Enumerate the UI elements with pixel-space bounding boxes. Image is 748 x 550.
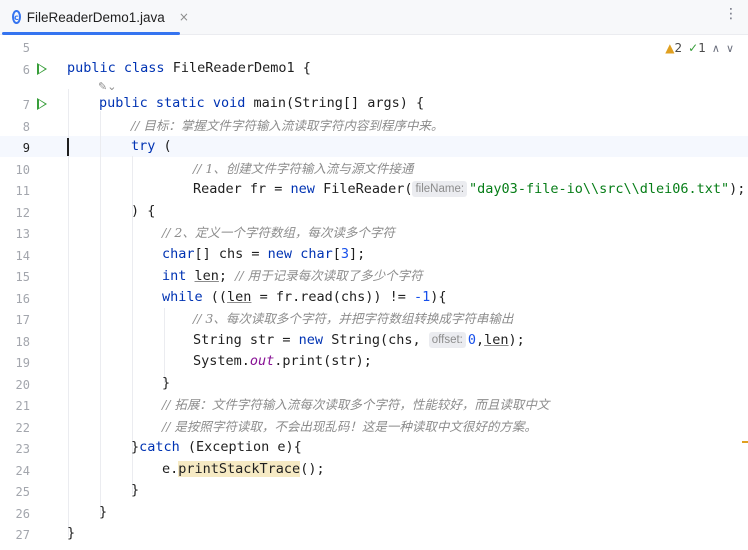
code-line-10: // 1、创建文件字符输入流与源文件接通 bbox=[193, 161, 414, 176]
line-number: 20 bbox=[15, 378, 30, 392]
check-icon: ✓ bbox=[688, 41, 699, 55]
code-line-9: try ( bbox=[131, 138, 172, 154]
code-line-24: e.printStackTrace(); bbox=[162, 461, 325, 477]
code-line-13: // 2、定义一个字符数组，每次读多个字符 bbox=[162, 225, 395, 240]
line-number: 24 bbox=[15, 464, 30, 478]
line-number: 23 bbox=[15, 442, 30, 456]
code-editor[interactable]: ▲2 ✓1 ∧ ∨ 5 6 7 8 9 10 11 12 13 14 15 16 17 18 19 20 21 2… bbox=[0, 35, 748, 550]
warning-icon: ▲ bbox=[665, 41, 675, 55]
code-line-14: char[] chs = new char[3]; bbox=[162, 246, 366, 262]
line-number: 15 bbox=[15, 270, 30, 284]
indent-guide bbox=[100, 111, 101, 516]
line-number: 5 bbox=[22, 41, 30, 55]
line-number: 9 bbox=[22, 141, 30, 155]
line-number: 16 bbox=[15, 292, 30, 306]
indent-guide bbox=[132, 156, 133, 494]
line-number: 13 bbox=[15, 227, 30, 241]
parameter-hint: offset: bbox=[428, 332, 466, 348]
code-line-11: Reader fr = new FileReader(fileName:"day… bbox=[193, 181, 746, 197]
active-tab-indicator bbox=[2, 32, 180, 35]
line-number: 6 bbox=[22, 63, 30, 77]
line-number: 17 bbox=[15, 313, 30, 327]
code-line-17: // 3、每次读取多个字符，并把字符数组转换成字符串输出 bbox=[193, 311, 514, 326]
next-highlight-icon[interactable]: ∨ bbox=[725, 41, 734, 55]
line-number: 8 bbox=[22, 120, 30, 134]
code-line-7: public static void main(String[] args) { bbox=[99, 95, 425, 111]
scrollbar-warning-marker[interactable] bbox=[742, 441, 748, 443]
code-line-19: System.out.print(str); bbox=[193, 353, 372, 369]
line-number: 12 bbox=[15, 206, 30, 220]
code-line-20: } bbox=[162, 375, 171, 391]
previous-highlight-icon[interactable]: ∧ bbox=[711, 41, 720, 55]
code-line-8: // 目标：掌握文件字符输入流读取字符内容到程序中来。 bbox=[131, 118, 444, 133]
line-number: 11 bbox=[15, 184, 30, 198]
code-line-26: } bbox=[99, 504, 108, 520]
line-number: 19 bbox=[15, 356, 30, 370]
code-line-15: int len; // 用于记录每次读取了多少个字符 bbox=[162, 268, 423, 284]
more-options-icon[interactable]: ⋮ bbox=[724, 6, 738, 22]
warning-indicator[interactable]: ▲2 bbox=[665, 41, 683, 55]
line-number: 10 bbox=[15, 163, 30, 177]
code-line-16: while ((len = fr.read(chs)) != -1){ bbox=[162, 289, 447, 305]
tab-file-reader-demo1[interactable]: c FileReaderDemo1.java × bbox=[0, 0, 189, 35]
code-line-23: }catch (Exception e){ bbox=[131, 439, 302, 455]
close-icon[interactable]: × bbox=[178, 10, 189, 24]
run-main-icon[interactable] bbox=[37, 98, 47, 110]
inspection-widget[interactable]: ▲2 ✓1 ∧ ∨ bbox=[665, 41, 734, 55]
line-number: 14 bbox=[15, 249, 30, 263]
code-line-21: // 拓展：文件字符输入流每次读取多个字符，性能较好，而且读取中文 bbox=[162, 397, 550, 412]
code-line-12: ) { bbox=[131, 203, 156, 219]
editor-tab-bar: c FileReaderDemo1.java × ⋮ bbox=[0, 0, 748, 35]
line-number: 25 bbox=[15, 485, 30, 499]
line-number: 26 bbox=[15, 507, 30, 521]
line-number: 7 bbox=[22, 98, 30, 112]
parameter-hint: fileName: bbox=[412, 181, 468, 197]
indent-guide bbox=[68, 89, 69, 537]
ai-hint-icon[interactable]: ✎⌄ bbox=[98, 80, 117, 93]
line-number: 21 bbox=[15, 399, 30, 413]
line-number: 27 bbox=[15, 528, 30, 542]
code-line-27: } bbox=[67, 525, 76, 541]
code-line-25: } bbox=[131, 482, 140, 498]
code-line-18: String str = new String(chs, offset:0,le… bbox=[193, 332, 525, 348]
text-cursor bbox=[67, 138, 69, 156]
tab-title: FileReaderDemo1.java bbox=[26, 9, 165, 25]
current-line-highlight bbox=[0, 136, 748, 157]
indent-guide bbox=[164, 308, 165, 383]
run-class-icon[interactable] bbox=[37, 63, 47, 75]
java-class-icon: c bbox=[12, 10, 21, 24]
code-line-22: // 是按照字符读取，不会出现乱码！这是一种读取中文很好的方案。 bbox=[162, 419, 537, 434]
check-indicator[interactable]: ✓1 bbox=[688, 41, 706, 55]
line-number: 22 bbox=[15, 421, 30, 435]
code-line-6: public class FileReaderDemo1 { bbox=[67, 60, 311, 76]
line-number: 18 bbox=[15, 335, 30, 349]
